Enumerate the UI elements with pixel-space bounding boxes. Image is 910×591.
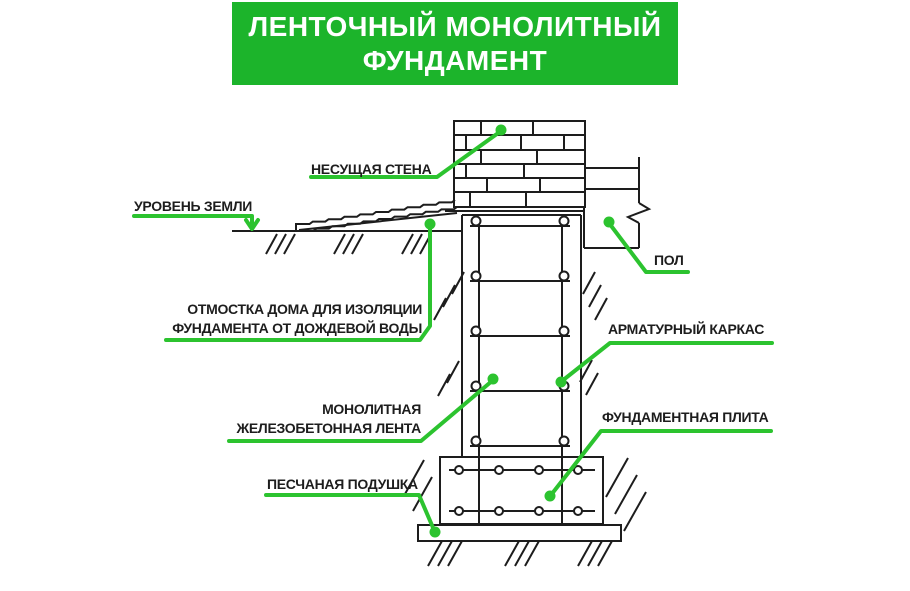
monolithic-strip-label-line-2: ЖЕЛЕЗОБЕТОННАЯ ЛЕНТА — [236, 420, 422, 436]
down-arrow-icon — [244, 218, 260, 231]
blind-area-label-line-2: ФУНДАМЕНТА ОТ ДОЖДЕВОЙ ВОДЫ — [172, 320, 422, 336]
floor-structure — [583, 157, 652, 249]
leader-bearing-wall — [309, 124, 507, 179]
title-line-2: ФУНДАМЕНТ — [362, 44, 548, 76]
leader-monolithic-strip — [227, 373, 499, 443]
blind-area — [295, 199, 458, 232]
bearing-wall-label: НЕСУЩАЯ СТЕНА — [311, 161, 432, 177]
rebar-cage-label: АРМАТУРНЫЙ КАРКАС — [608, 321, 765, 337]
sand-cushion-label: ПЕСЧАНАЯ ПОДУШКА — [267, 476, 418, 492]
foundation-slab — [439, 456, 604, 525]
title-banner: ЛЕНТОЧНЫЙ МОНОЛИТНЫЙ ФУНДАМЕНТ — [232, 2, 678, 85]
leader-ground-level — [132, 214, 260, 231]
blind-area-label-line-1: ОТМОСТКА ДОМА ДЛЯ ИЗОЛЯЦИИ — [187, 301, 422, 317]
leader-blind-area — [164, 218, 436, 342]
floor-label: ПОЛ — [654, 252, 684, 268]
foundation-slab-label: ФУНДАМЕНТНАЯ ПЛИТА — [602, 409, 769, 425]
leader-sand-cushion — [264, 493, 441, 538]
leader-foundation-slab — [544, 429, 773, 502]
monolithic-strip-label-line-1: МОНОЛИТНАЯ — [322, 401, 421, 417]
leader-lines — [132, 124, 774, 538]
foundation-strip — [445, 210, 584, 457]
ground-level-label: УРОВЕНЬ ЗЕМЛИ — [134, 198, 253, 214]
title-line-1: ЛЕНТОЧНЫЙ МОНОЛИТНЫЙ — [248, 10, 662, 42]
blind-area-label: ОТМОСТКА ДОМА ДЛЯ ИЗОЛЯЦИИ ФУНДАМЕНТА ОТ… — [172, 300, 422, 338]
leader-floor — [603, 216, 690, 274]
brick-wall — [453, 120, 586, 208]
sand-cushion — [417, 524, 622, 542]
monolithic-strip-label: МОНОЛИТНАЯ ЖЕЛЕЗОБЕТОННАЯ ЛЕНТА — [236, 400, 422, 438]
rebar-cage — [470, 215, 570, 525]
leader-rebar-cage — [555, 341, 774, 388]
soil-hatching — [265, 233, 647, 567]
